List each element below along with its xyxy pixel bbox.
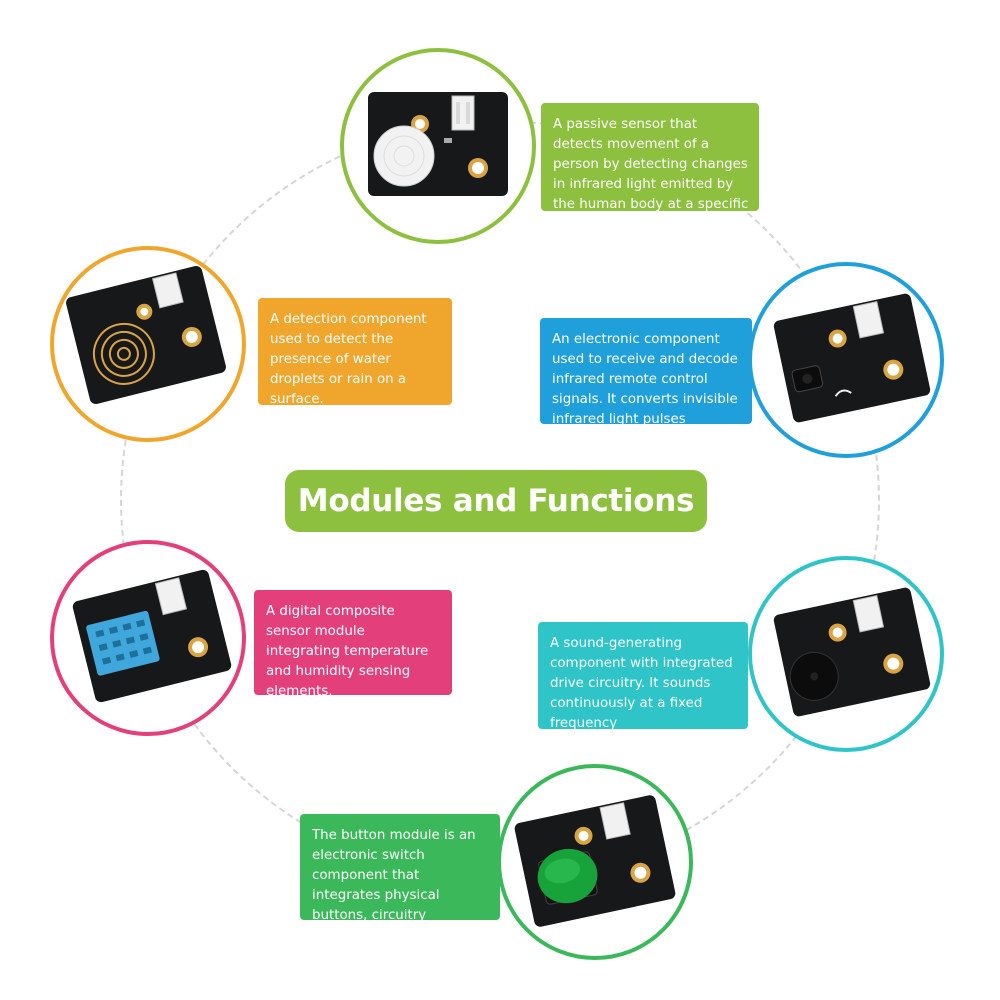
- temperature-humidity-module-circle: [50, 540, 246, 736]
- temperature-humidity-description: A digital composite sensor module integr…: [254, 590, 452, 699]
- buzzer-description: A sound-generating component with integr…: [538, 622, 748, 731]
- temperature-humidity-module-icon: [72, 569, 232, 703]
- buzzer-module-icon: [773, 587, 931, 717]
- button-text: The button module is an electronic switc…: [312, 828, 476, 923]
- ir-receiver-description: An electronic component used to receive …: [540, 318, 752, 427]
- page-title: Modules and Functions: [285, 470, 707, 532]
- rain-sensor-module-circle: [50, 246, 246, 442]
- rain-sensor-description: A detection component used to detect the…: [258, 298, 452, 407]
- buzzer-module-circle: [748, 556, 944, 752]
- ir-receiver-text: An electronic component used to receive …: [552, 332, 738, 427]
- ir-receiver-module-icon: [773, 293, 931, 423]
- pir-motion-module-circle: [340, 48, 536, 244]
- temperature-humidity-text: A digital composite sensor module integr…: [266, 604, 429, 699]
- button-module-icon: [514, 795, 676, 927]
- buzzer-text: A sound-generating component with integr…: [550, 636, 733, 731]
- raindrop-sensor-module-icon: [66, 265, 226, 405]
- rain-sensor-text: A detection component used to detect the…: [270, 312, 427, 407]
- ir-receiver-module-circle: [748, 262, 944, 458]
- button-module-circle: [497, 764, 693, 960]
- pir-motion-text: A passive sensor that detects movement o…: [553, 117, 749, 212]
- button-description: The button module is an electronic switc…: [300, 814, 500, 923]
- pir-motion-description: A passive sensor that detects movement o…: [541, 103, 759, 212]
- pir-sensor-module-icon: [368, 92, 508, 196]
